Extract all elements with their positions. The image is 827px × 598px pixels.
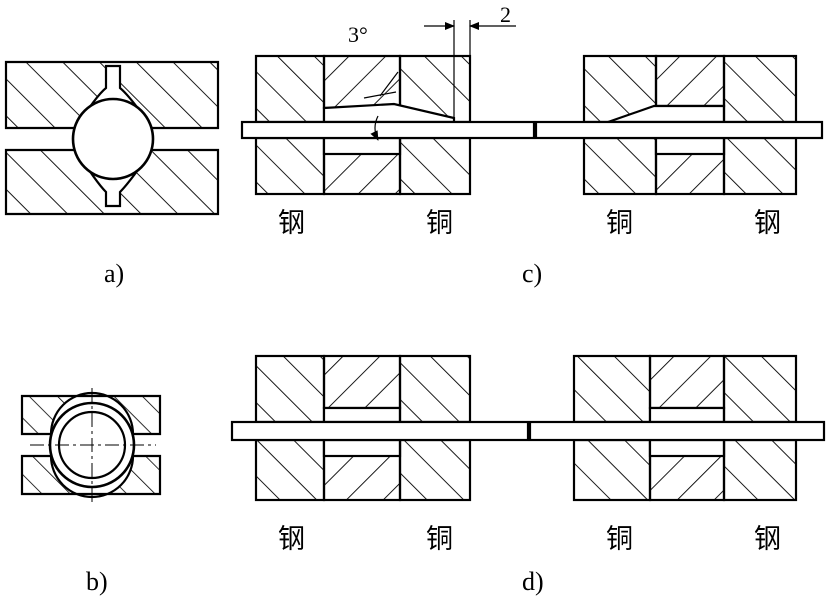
copper-insert-d-left-bottom: [322, 438, 402, 458]
copper-insert-d-right-bottom: [648, 438, 726, 458]
steel-block-c-mid-bottom: [398, 136, 472, 196]
steel-block-d-left-bottom: [254, 438, 326, 502]
workpiece-c-left: [240, 120, 536, 140]
caption-d: d): [522, 567, 544, 596]
workpiece-d-left: [230, 420, 530, 442]
workpiece-c-right: [534, 120, 824, 140]
copper-insert-c-right-bottom: [654, 136, 726, 156]
steel-block-d-mid-top: [398, 354, 472, 424]
copper-electrode-c-right-bottom: [582, 136, 658, 196]
steel-block-c-left-bottom: [254, 136, 326, 196]
material-label-c-3: 铜: [606, 208, 633, 239]
diagram-d: [230, 354, 826, 502]
diagram-c: [240, 20, 824, 196]
diagram-a: [4, 60, 220, 216]
steel-block-c-right-bottom: [722, 136, 798, 196]
angle-label: 3°: [348, 22, 368, 47]
copper-insert-c-left-bottom: [322, 136, 402, 156]
material-label-d-4: 钢: [754, 524, 781, 555]
copper-electrode-d-right-top2: [648, 354, 726, 410]
angle-leader-2: [363, 91, 397, 99]
angle-leader-1: [379, 71, 399, 97]
dimension-label: 2: [500, 2, 511, 27]
steel-block-c-left-top: [254, 54, 326, 124]
workpiece-d-right: [528, 420, 826, 442]
steel-block-d-left-top: [254, 354, 326, 424]
material-label-c-2: 铜: [426, 208, 453, 239]
material-label-d-3: 铜: [606, 524, 633, 555]
copper-electrode-c-left-top: [322, 54, 402, 110]
copper-insert-d-left-top: [322, 406, 402, 424]
copper-electrode-c-left-inner: [398, 54, 472, 124]
material-label-d-2: 铜: [426, 524, 453, 555]
upper-die-b: [20, 391, 162, 436]
material-label-c-1: 钢: [278, 208, 305, 239]
copper-electrode-c-right-top2: [654, 54, 726, 108]
diagram-b: [20, 388, 162, 502]
steel-block-d-right-top: [722, 354, 798, 424]
steel-block-d-mid-bottom: [398, 438, 472, 502]
steel-block-d-right-bottom: [722, 438, 798, 502]
material-label-c-4: 钢: [754, 208, 781, 239]
caption-a: a): [104, 259, 124, 288]
material-label-d-1: 钢: [278, 524, 305, 555]
chamfer-c-left: [322, 102, 456, 124]
copper-electrode-d-left-top: [322, 354, 402, 410]
copper-electrode-d-right-bottom: [572, 438, 652, 502]
caption-c: c): [522, 259, 542, 288]
copper-electrode-d-right-top: [572, 354, 652, 424]
angle-arc: [370, 115, 379, 141]
copper-insert-d-right-top: [648, 406, 726, 424]
steel-block-c-right-top: [722, 54, 798, 124]
caption-b: b): [86, 567, 108, 596]
tube-a: [71, 97, 155, 181]
